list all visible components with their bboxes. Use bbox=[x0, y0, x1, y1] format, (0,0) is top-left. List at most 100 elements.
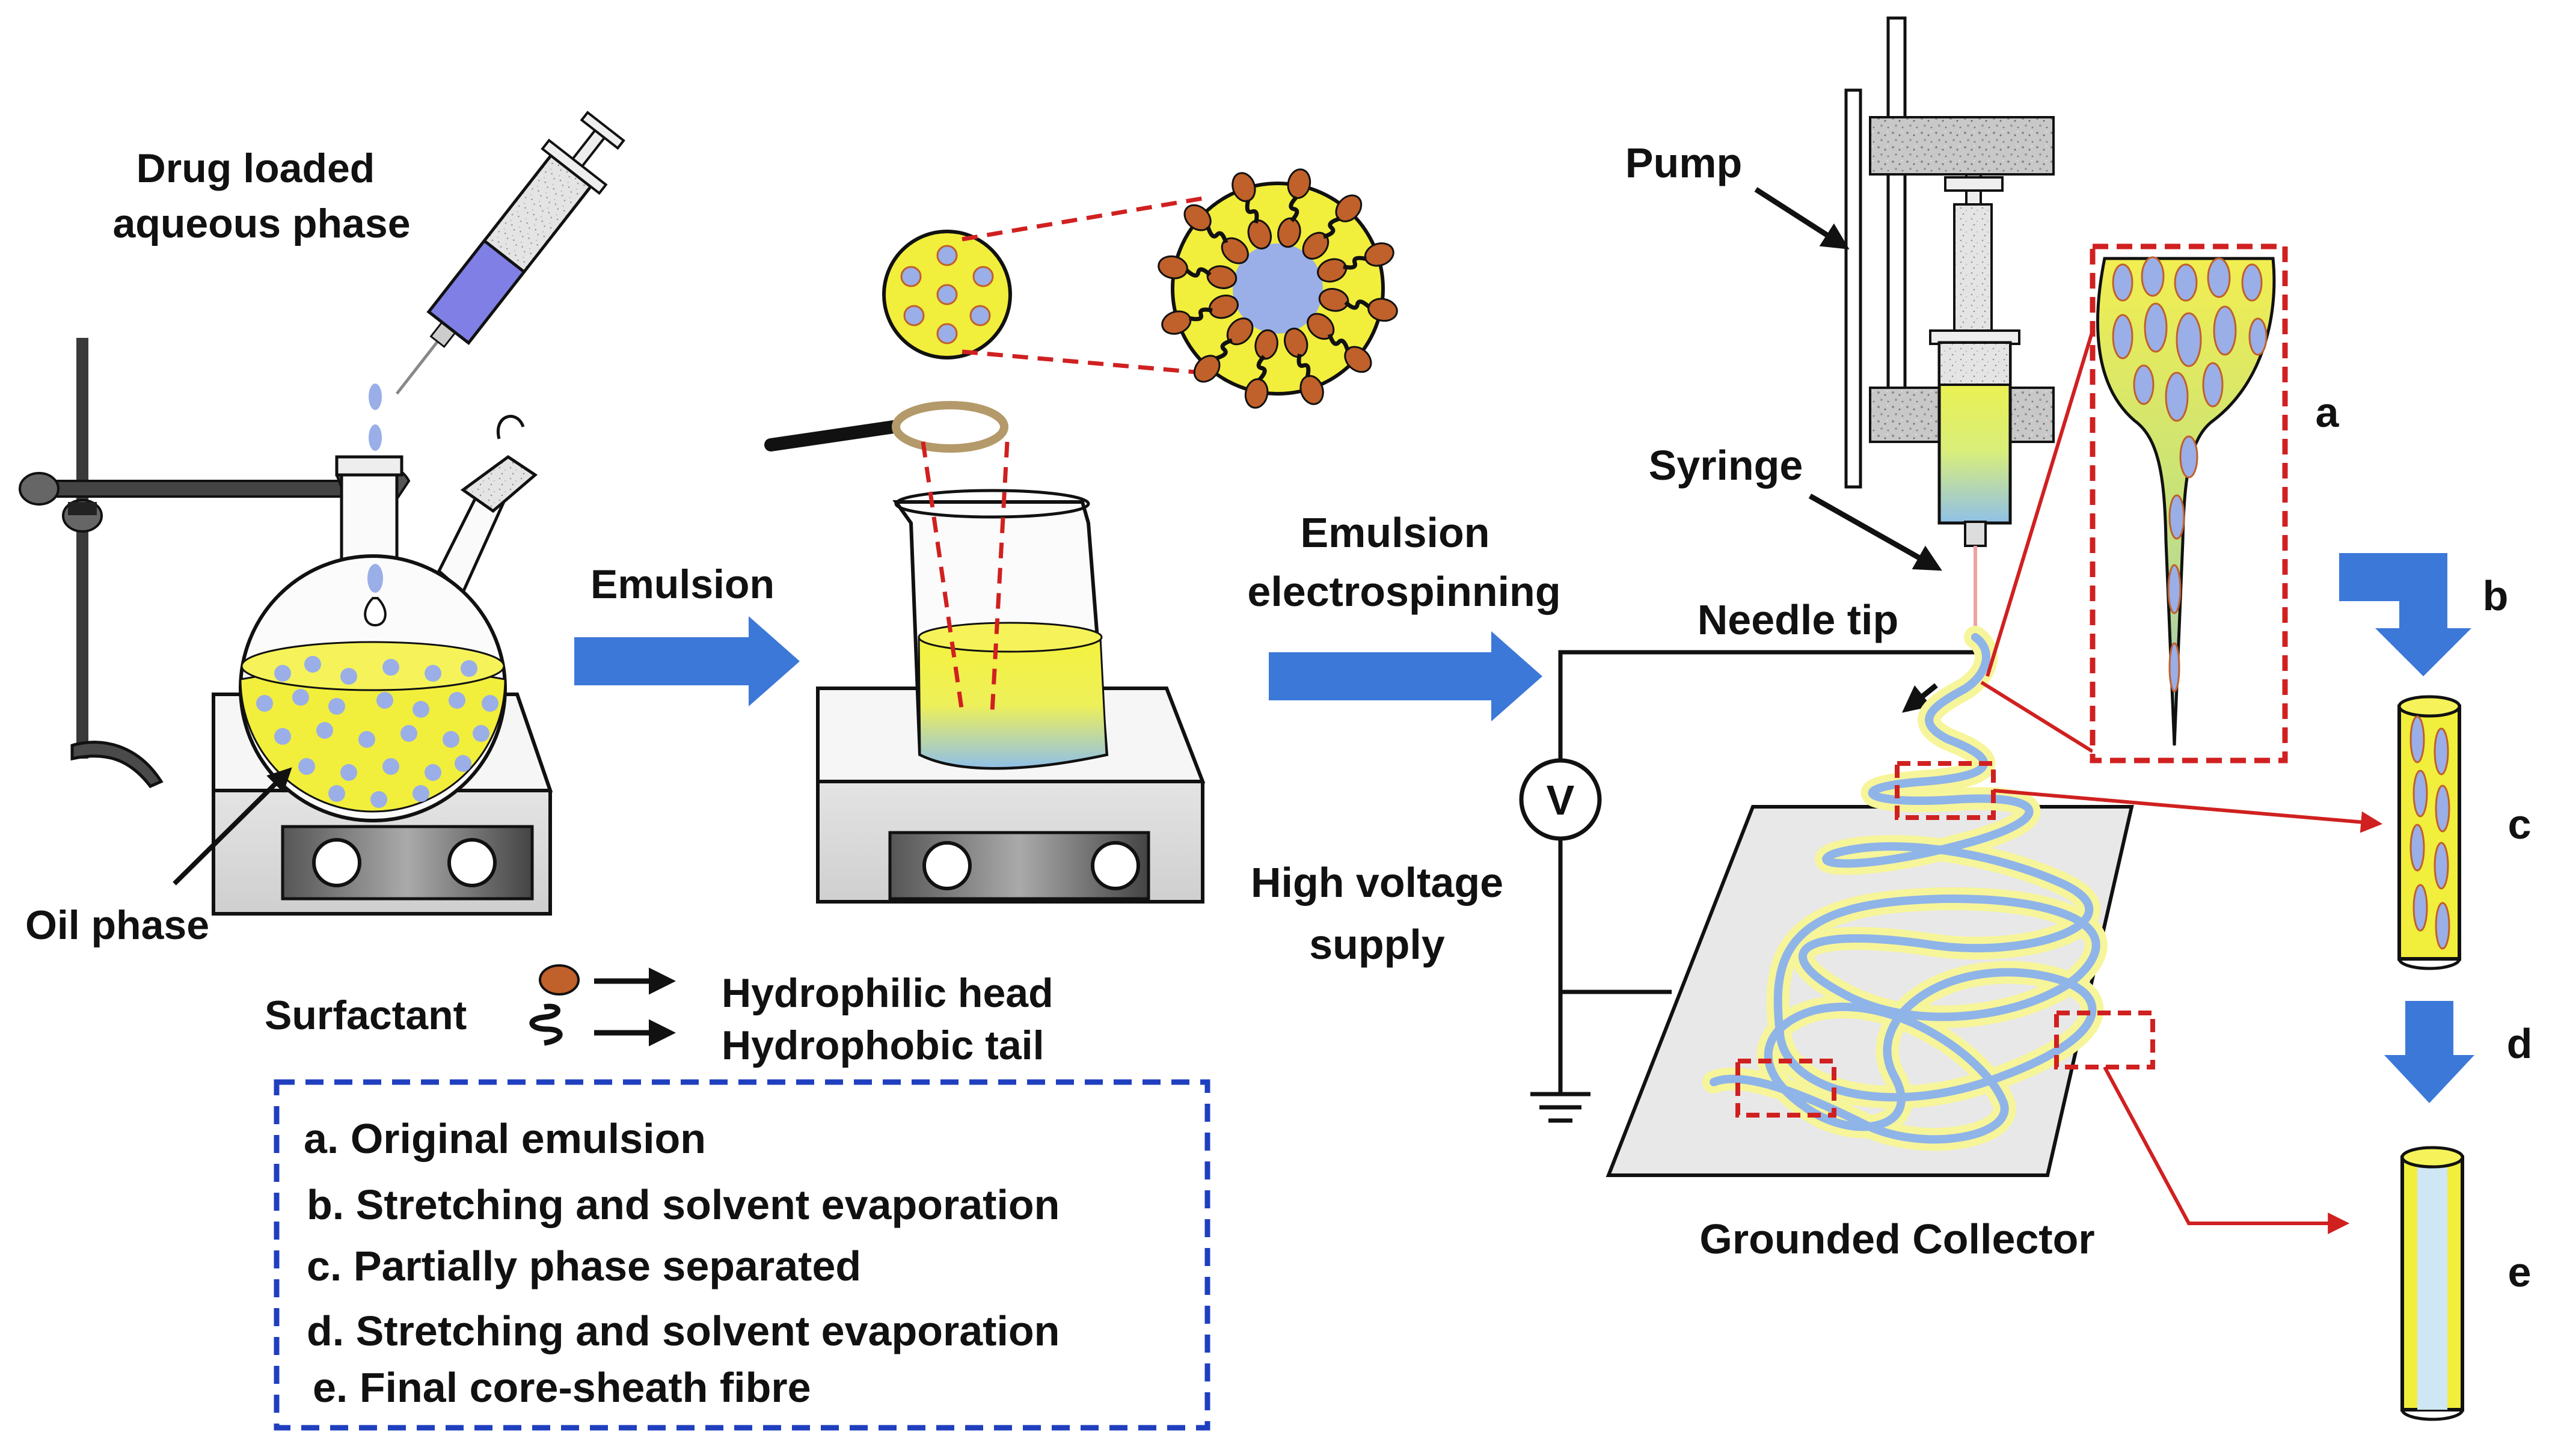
fibre-e-top bbox=[2400, 1146, 2464, 1169]
surfactant-tail bbox=[1327, 334, 1350, 351]
legend-box: a. Original emulsion b. Stretching and s… bbox=[274, 1079, 1210, 1431]
cone-droplet bbox=[2141, 256, 2165, 297]
surfactant-tail bbox=[1323, 216, 1340, 239]
collector-label: Grounded Collector bbox=[1699, 1216, 2094, 1262]
inner-droplets bbox=[900, 245, 994, 344]
oil-droplet bbox=[382, 659, 399, 676]
aqueous-droplet bbox=[900, 266, 922, 287]
aqueous-droplet bbox=[936, 323, 958, 344]
oil-droplet bbox=[425, 665, 441, 682]
dial-icon bbox=[312, 838, 361, 887]
pump-rail bbox=[1844, 88, 1862, 489]
fibre-c-bottom bbox=[2397, 958, 2461, 970]
clamp-joint bbox=[68, 502, 97, 515]
magnifier-view-line bbox=[921, 441, 965, 713]
aqueous-core bbox=[1233, 243, 1323, 334]
surfactant-tail bbox=[1245, 200, 1259, 224]
fibre-c-body bbox=[2397, 705, 2461, 961]
aqueous-droplet bbox=[936, 245, 958, 266]
legend-item-d: d. Stretching and solvent evaporation bbox=[307, 1308, 1060, 1354]
falling-drop bbox=[367, 564, 383, 593]
oil-droplet bbox=[400, 725, 417, 742]
surfactant-tail bbox=[1206, 226, 1228, 243]
cone-droplet bbox=[2112, 263, 2133, 302]
oil-droplet bbox=[443, 731, 459, 748]
clamp-knob bbox=[19, 472, 60, 506]
zoom-line-a bbox=[1986, 330, 2094, 677]
fibre-e-bottom bbox=[2400, 1409, 2464, 1421]
magnifier-handle bbox=[764, 419, 909, 451]
oil-droplet bbox=[413, 701, 429, 718]
aqueous-phase-fill bbox=[426, 238, 527, 345]
surfactant-tail bbox=[1343, 255, 1367, 270]
hydrophobic-tail-label: Hydrophobic tail bbox=[722, 1023, 1044, 1068]
selection-box-e bbox=[2054, 1011, 2155, 1069]
zoom-line-a bbox=[1980, 681, 2094, 753]
emulsion-arrow-label: Emulsion bbox=[590, 561, 774, 607]
surfactant-key: Surfactant Hydrophilic head Hydrophobic … bbox=[265, 964, 1054, 1068]
electrospinning-arrow bbox=[1269, 631, 1542, 721]
retort-rod bbox=[76, 338, 88, 759]
flask-stopper bbox=[460, 454, 538, 513]
cone-droplet bbox=[2176, 312, 2202, 367]
cone-droplet bbox=[2241, 263, 2263, 302]
oil-droplet bbox=[449, 692, 465, 709]
surfactant-tail bbox=[1256, 355, 1267, 382]
selection-box bbox=[1735, 1059, 1836, 1118]
legend-item-b: b. Stretching and solvent evaporation bbox=[307, 1181, 1060, 1228]
oil-droplet bbox=[298, 758, 315, 775]
hv-label-line2: supply bbox=[1309, 921, 1445, 968]
pump-pointer bbox=[1754, 187, 1850, 249]
surfactant-tail bbox=[1189, 307, 1213, 322]
electrospinning-arrow-group: Emulsion electrospinning bbox=[1247, 509, 1561, 721]
oil-droplet bbox=[274, 665, 291, 682]
fibre-droplet bbox=[2434, 727, 2449, 775]
legend-item-e: e. Final core-sheath fibre bbox=[313, 1364, 811, 1411]
stage-e-label: e bbox=[2508, 1249, 2532, 1295]
oil-droplet bbox=[482, 695, 498, 712]
emulsion-arrow bbox=[574, 616, 800, 706]
oil-droplet bbox=[382, 758, 399, 775]
falling-drop bbox=[369, 424, 382, 451]
magnifier-view-line bbox=[990, 441, 1010, 713]
surfactant-tail bbox=[1185, 267, 1212, 278]
clamp-arm bbox=[35, 480, 356, 498]
fibre-droplet bbox=[2412, 769, 2428, 818]
drug-label-line1: Drug loaded bbox=[136, 145, 375, 191]
retort-base bbox=[70, 741, 164, 789]
needle-tip-pointer bbox=[1901, 683, 1938, 713]
circuit-wire bbox=[1558, 650, 1975, 760]
cone-droplets bbox=[2112, 256, 2268, 693]
hv-label-line1: High voltage bbox=[1251, 859, 1503, 906]
cone-droplet bbox=[2248, 317, 2268, 356]
zoom-line bbox=[962, 196, 1203, 242]
electrospinning-apparatus: Pump Syringe V Needle tip High voltage s… bbox=[1251, 16, 2533, 1421]
flask-setup: Drug loaded aqueous phase Oil phase bbox=[19, 111, 625, 948]
pump-rail bbox=[1886, 16, 1907, 417]
oil-droplet bbox=[425, 764, 441, 781]
zoom-line bbox=[962, 349, 1203, 375]
syringe-label: Syringe bbox=[1649, 442, 1803, 489]
stage-d-label: d bbox=[2507, 1020, 2533, 1067]
oil-droplet bbox=[358, 731, 375, 748]
cone-droplet bbox=[2168, 642, 2180, 693]
stage-d-arrow bbox=[2384, 1001, 2474, 1103]
flask-stopper-loop bbox=[496, 415, 525, 439]
oil-droplet bbox=[328, 698, 345, 715]
beaker-rim bbox=[894, 489, 1090, 519]
dial-icon bbox=[922, 841, 972, 890]
fibre-droplet bbox=[2435, 785, 2450, 833]
drug-label-line2: aqueous phase bbox=[112, 201, 410, 246]
fibre-droplet bbox=[2409, 715, 2425, 763]
voltmeter-label: V bbox=[1547, 777, 1575, 824]
aqueous-droplet bbox=[936, 284, 958, 305]
falling-drop bbox=[369, 384, 382, 410]
electrospun-fibre bbox=[1710, 633, 2100, 1144]
legend-item-a: a. Original emulsion bbox=[304, 1115, 706, 1162]
electrospinning-label-line1: Emulsion bbox=[1300, 509, 1489, 556]
surfactant-label: Surfactant bbox=[265, 993, 467, 1038]
dial-icon bbox=[1091, 841, 1140, 890]
link-to-e bbox=[2103, 1066, 2350, 1234]
aqueous-droplet bbox=[969, 305, 991, 326]
